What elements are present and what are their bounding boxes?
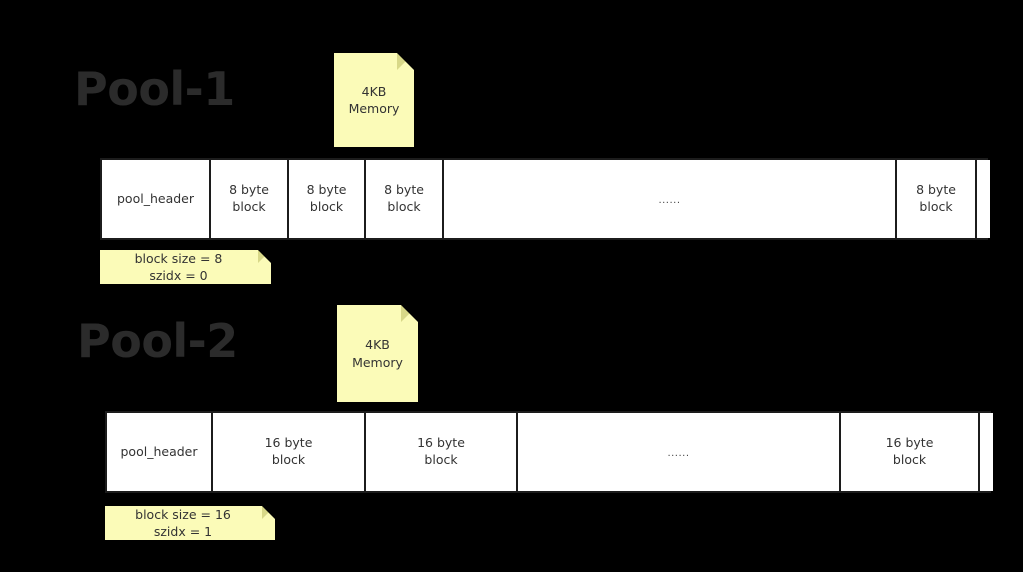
pool-1-block-size-label: block size = 8 — [134, 250, 223, 266]
pool-1-title: Pool-1 — [74, 62, 235, 116]
pool-2-cell-pool-header: pool_header — [107, 413, 213, 491]
pool-1-cell-block-1: 8 byte block — [211, 160, 289, 238]
cell-label: 16 byte block — [417, 435, 465, 467]
cell-label: ...... — [658, 195, 681, 207]
pool-1-szidx-label: szidx = 0 — [149, 268, 208, 283]
pool-2-cell-sliver — [980, 413, 993, 491]
pool-2-memory-note-line2: Memory — [352, 354, 403, 370]
cell-label: 8 byte block — [229, 182, 269, 214]
pool-1-cell-block-3: 8 byte block — [366, 160, 444, 238]
pool-2-cell-block-1: 16 byte block — [213, 413, 366, 491]
pool-1-memory-note-line1: 4KB — [361, 83, 387, 99]
pool-1-cell-sliver — [977, 160, 990, 238]
pool-2-title: Pool-2 — [77, 314, 238, 368]
cell-label: pool_header — [120, 443, 198, 459]
pool-1-memory-note: 4KB Memory — [334, 53, 414, 147]
cell-label: ...... — [667, 448, 690, 460]
pool-2-info-note: block size = 16 szidx = 1 — [105, 506, 275, 540]
pool-2-memory-note: 4KB Memory — [337, 305, 418, 402]
pool-2-strip: pool_header 16 byte block 16 byte block … — [105, 411, 993, 493]
pool-1-cell-block-2: 8 byte block — [289, 160, 366, 238]
pool-2-cell-block-last: 16 byte block — [841, 413, 980, 491]
note-fold-cut-icon — [397, 53, 414, 70]
cell-label: 16 byte block — [264, 435, 313, 467]
note-fold-cut-icon — [258, 250, 271, 263]
pool-1-cell-pool-header: pool_header — [102, 160, 211, 238]
pool-1-strip: pool_header 8 byte block 8 byte block 8 … — [100, 158, 990, 240]
pool-2-memory-note-line1: 4KB — [365, 337, 390, 353]
cell-label: 8 byte block — [916, 182, 956, 214]
note-fold-cut-icon — [401, 305, 418, 322]
cell-label: 16 byte block — [885, 435, 934, 467]
cell-label: 8 byte block — [384, 182, 424, 214]
pool-1-info-note: block size = 8 szidx = 0 — [100, 250, 271, 284]
cell-label: pool_header — [117, 190, 194, 206]
pool-2-block-size-label: block size = 16 — [135, 506, 231, 522]
pool-2-cell-block-2: 16 byte block — [366, 413, 518, 491]
pool-2-cell-ellipsis: ...... — [518, 413, 841, 491]
cell-label: 8 byte block — [306, 182, 347, 214]
pool-1-cell-ellipsis: ...... — [444, 160, 897, 238]
pool-1-memory-note-line2: Memory — [348, 101, 400, 116]
pool-1-cell-block-last: 8 byte block — [897, 160, 977, 238]
pool-2-szidx-label: szidx = 1 — [153, 524, 213, 539]
note-fold-cut-icon — [262, 506, 275, 519]
